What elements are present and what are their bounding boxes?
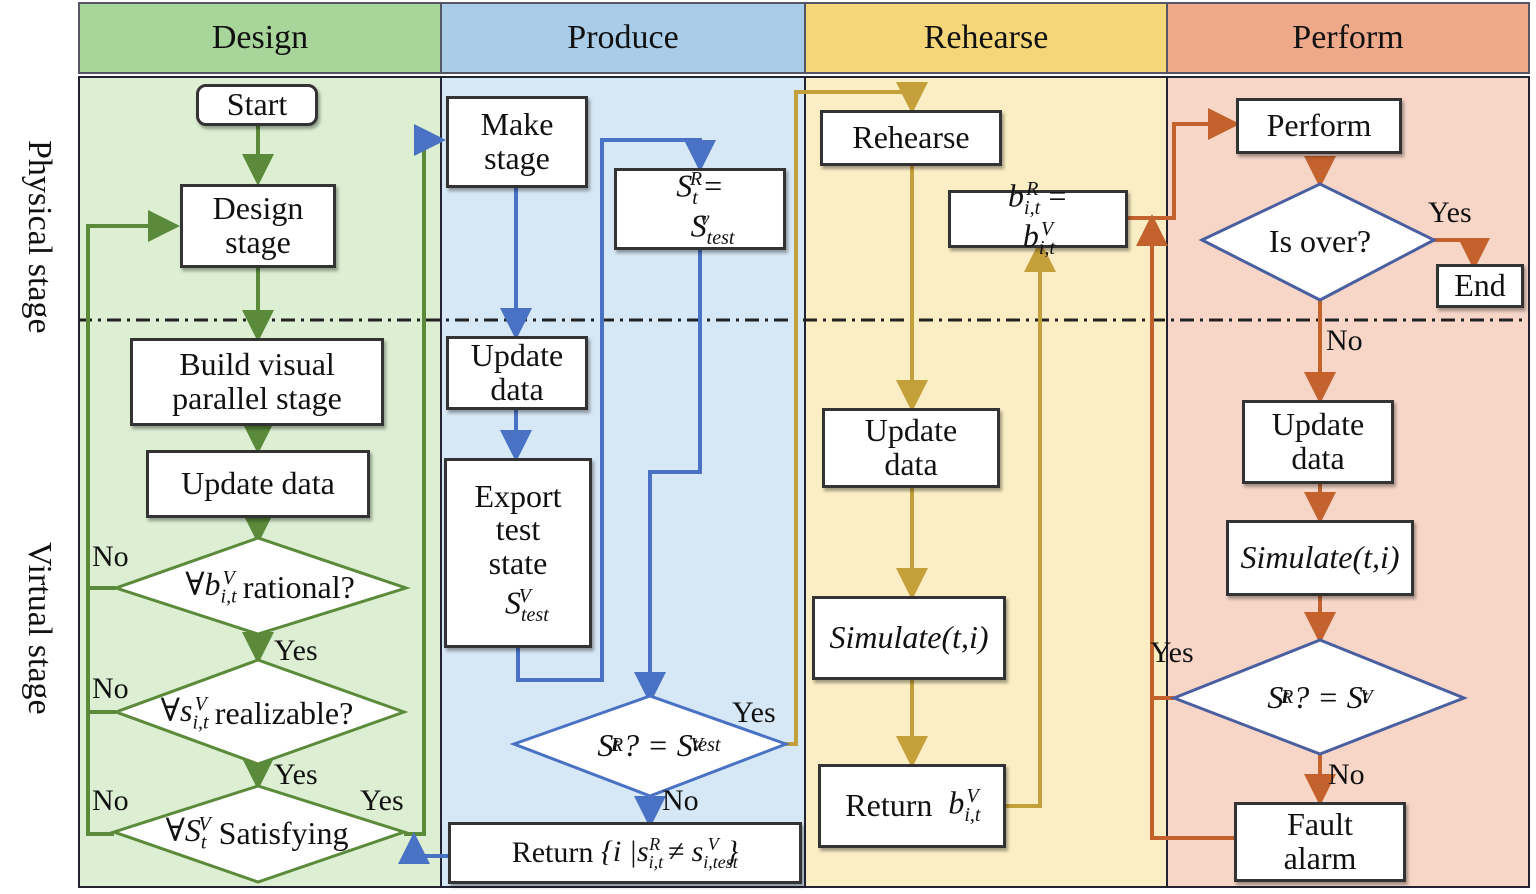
update-data-design-node: Update data [146, 450, 370, 518]
update-data-rehearse-node: Update data [822, 408, 1000, 488]
is-over-text: Is over? [1240, 218, 1400, 264]
perform-yes-label: Yes [1428, 196, 1472, 229]
satisfying-label: Satisfying [218, 814, 349, 851]
perform-label: Perform [1266, 107, 1372, 144]
return-belief-label: Return [845, 787, 933, 824]
export-node: Export test state StestV [444, 458, 592, 648]
build-visual-label: Build visual parallel stage [172, 346, 342, 416]
no-label-1: No [92, 540, 129, 573]
perform-node: Perform [1236, 98, 1402, 154]
belief-equal-expression: bi,tR = bi,tV [1008, 177, 1068, 260]
export-label: Export test state [474, 477, 562, 581]
satisfying-text: ∀StV Satisfying [132, 810, 382, 856]
design-stage-node: Design stage [180, 184, 336, 268]
decision-state-match [509, 694, 791, 798]
rehearse-label: Rehearse [852, 119, 970, 156]
return-set-node: Return {i |si,tR ≠ si,testV } [448, 822, 802, 884]
rational-text: ∀bi,tV rational? [150, 564, 390, 610]
state-equal-expression: StR= Stestv [676, 167, 735, 250]
return-belief-node: Return bi,tV [818, 764, 1006, 848]
update-data-produce-label: Update data [470, 337, 564, 407]
perform-no-label: No [1326, 324, 1363, 357]
return-set-expression: {i |si,tR ≠ si,testV } [600, 833, 739, 872]
produce-header: Produce [440, 2, 806, 74]
yes-label-3: Yes [360, 784, 404, 817]
produce-no-label: No [662, 784, 699, 817]
virtual-stage-label: Virtual stage [21, 542, 58, 715]
start-node: Start [196, 84, 318, 126]
yes-label-2: Yes [274, 758, 318, 791]
rehearse-header: Rehearse [804, 2, 1168, 74]
decision-realizable [111, 658, 409, 766]
decision-rational [111, 536, 411, 636]
update-data-perform-node: Update data [1242, 400, 1394, 484]
return-belief-expression: bi,tV [948, 784, 981, 827]
perform-yes2-label: Yes [1150, 636, 1194, 669]
no-label-2: No [92, 672, 129, 705]
rational-symbol: ∀bi,tV [185, 566, 237, 608]
perform-no2-label: No [1328, 758, 1365, 791]
build-visual-node: Build visual parallel stage [130, 338, 384, 426]
belief-equal-node: bi,tR = bi,tV [948, 178, 1128, 259]
decision-perform-match [1169, 638, 1469, 756]
update-data-rehearse-label: Update data [864, 412, 958, 482]
update-data-design-label: Update data [181, 465, 335, 502]
start-label: Start [226, 86, 288, 123]
decision-is-over [1198, 182, 1438, 302]
design-stage-label: Design stage [212, 190, 304, 260]
return-set-label: Return [511, 836, 594, 870]
simulate-perform-node: Simulate(t,i) [1226, 520, 1414, 596]
perform-header: Perform [1166, 2, 1530, 74]
export-symbol: StestV [505, 585, 549, 627]
simulate-perform-label: Simulate(t,i) [1240, 539, 1400, 576]
state-equal-node: StR= Stestv [614, 168, 786, 250]
update-data-perform-label: Update data [1271, 406, 1365, 476]
fault-alarm-node: Fault alarm [1234, 802, 1406, 882]
make-stage-node: Make stage [446, 96, 588, 188]
end-node: End [1436, 264, 1524, 308]
is-over-label: Is over? [1268, 222, 1372, 259]
yes-label-1: Yes [274, 634, 318, 667]
end-label: End [1454, 267, 1506, 304]
realizable-label: realizable? [214, 694, 354, 731]
make-stage-label: Make stage [480, 106, 554, 176]
rational-label: rational? [242, 568, 355, 605]
rehearse-node: Rehearse [820, 110, 1002, 166]
produce-yes-label: Yes [732, 696, 776, 729]
no-label-3: No [92, 784, 129, 817]
simulate-rehearse-label: Simulate(t,i) [829, 619, 989, 656]
realizable-text: ∀si,tV realizable? [132, 690, 382, 736]
simulate-rehearse-node: Simulate(t,i) [812, 596, 1006, 680]
update-data-produce-node: Update data [446, 336, 588, 410]
design-header: Design [78, 2, 442, 74]
physical-stage-label: Physical stage [21, 140, 58, 334]
fault-alarm-label: Fault alarm [1283, 806, 1357, 876]
satisfying-symbol: ∀StV [165, 812, 211, 854]
realizable-symbol: ∀si,tV [160, 692, 209, 734]
